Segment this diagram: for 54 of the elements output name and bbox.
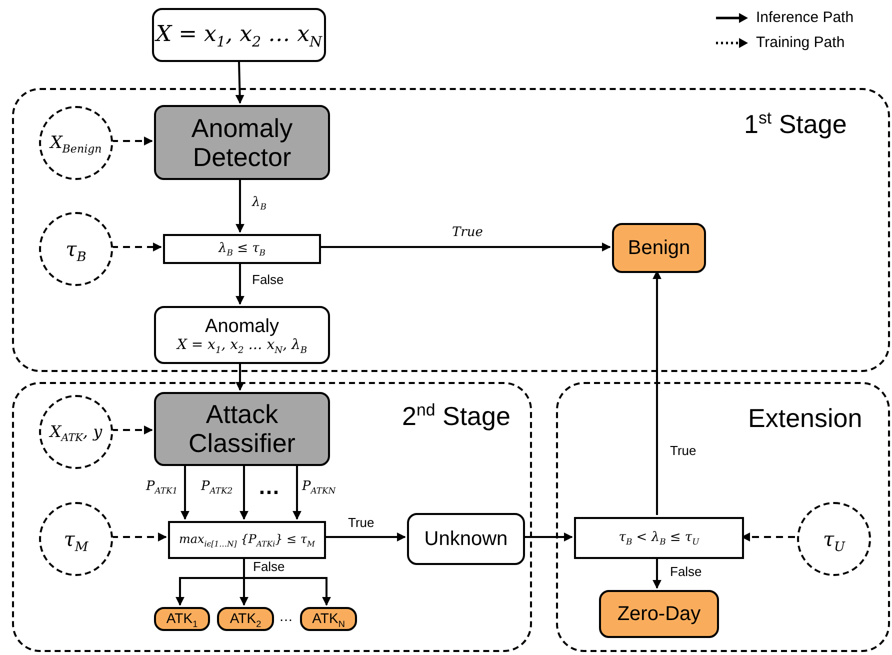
condition-box: τ$_{B}$ < λ$_{B}$ ≤ τ$_{U}$ — [574, 517, 744, 559]
input-circle: X$_{ATK}$, y — [39, 395, 113, 469]
arrow — [180, 464, 190, 520]
dashed-arrow — [111, 136, 153, 146]
dashed-arrow — [111, 532, 167, 542]
stage-title: 1$^{st}$ Stage — [744, 110, 847, 139]
arrow — [236, 178, 244, 233]
edge-label: P$_{ATK2}$ — [199, 480, 235, 494]
arrow — [319, 242, 611, 252]
result-box: Zero-Day — [599, 590, 719, 638]
edge-label: True — [346, 516, 376, 530]
ellipsis-text: … — [258, 474, 280, 500]
arrow — [292, 464, 302, 520]
stage-panel — [12, 382, 532, 652]
input-circle: X$_{Benign}$ — [39, 106, 113, 180]
dashed-arrow — [111, 242, 162, 252]
arrow — [236, 262, 244, 305]
process-box — [154, 306, 330, 364]
result-box: Benign — [612, 223, 706, 273]
arrow — [240, 464, 248, 520]
result-box: Unknown — [407, 513, 525, 565]
edge-label: True — [668, 444, 698, 458]
process-box: Attack Classifier — [154, 392, 330, 466]
stage-title: Extension — [748, 404, 862, 433]
class-box: ATK$_{1}$ — [154, 607, 210, 631]
dashed-arrow — [111, 426, 153, 434]
edge-label: False — [251, 560, 287, 574]
input-circle: τ$_{U}$ — [797, 502, 871, 576]
input-circle: τ$_{M}$ — [39, 502, 113, 576]
arrow — [324, 532, 406, 542]
condition-box: λ$_{B}$ ≤ τ$_{B}$ — [163, 234, 321, 264]
process-box: Anomaly Detector — [154, 105, 330, 180]
formula-box: X = x$_{1}$, x$_{2}$ … x$_{N}$ — [152, 8, 326, 62]
condition-box: max$_{iϵ[1…N]}$ {P$_{ATKi}$} ≤ τ$_{M}$ — [168, 521, 326, 559]
input-circle: τ$_{B}$ — [39, 212, 113, 286]
edge-label: False — [668, 565, 704, 580]
arrow — [652, 270, 662, 515]
class-box: ATK$_{N}$ — [300, 607, 357, 631]
formula-text: X = x$_{1}$, x$_{2}$ … x$_{N}$, λ$_{B}$ — [176, 338, 308, 354]
arrow — [652, 557, 662, 589]
edge-label: P$_{ATKN}$ — [300, 480, 338, 494]
edge-label: False — [250, 273, 286, 288]
arrow — [235, 62, 244, 104]
box-title: Anomaly — [205, 316, 279, 338]
class-box: ATK$_{2}$ — [217, 607, 274, 631]
ellipsis-text: … — [279, 608, 293, 624]
stage-panel — [556, 382, 890, 652]
arrow — [523, 532, 573, 542]
stage-panel — [12, 88, 890, 372]
stage-title: 2$^{nd}$ Stage — [402, 402, 510, 431]
legend-label: Inference Path — [756, 9, 854, 26]
arrow — [236, 362, 244, 391]
legend-label: Training Path — [756, 34, 845, 51]
edge-label: λ$_{B}$ — [250, 196, 268, 210]
